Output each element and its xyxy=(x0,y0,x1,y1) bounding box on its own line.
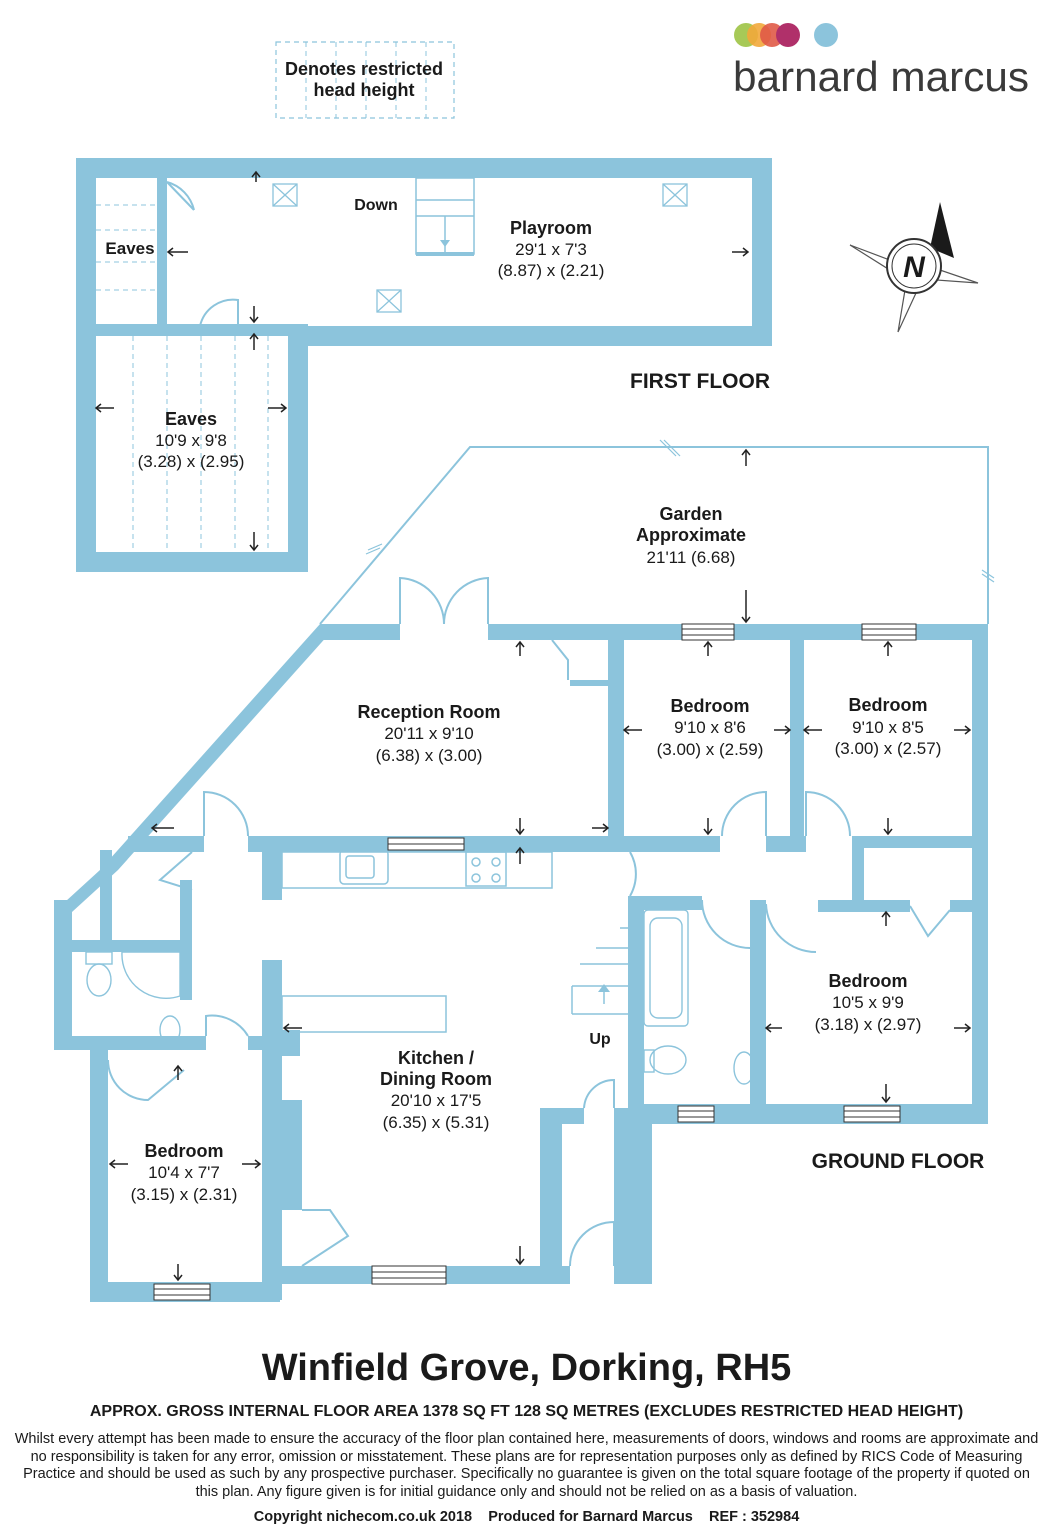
playroom-imperial: 29'1 x 7'3 xyxy=(515,240,587,259)
legend-line-1: Denotes restricted xyxy=(285,59,443,79)
bedroom-d-metric: (3.15) x (2.31) xyxy=(131,1185,238,1204)
disclaimer-text: Whilst every attempt has been made to en… xyxy=(14,1431,1039,1500)
garden-name-1: Garden xyxy=(659,504,722,524)
bedroom-d-name: Bedroom xyxy=(144,1141,223,1161)
stairs-down-label: Down xyxy=(354,197,398,214)
floor-area-summary: APPROX. GROSS INTERNAL FLOOR AREA 1378 S… xyxy=(89,1403,964,1420)
playroom-name: Playroom xyxy=(510,218,592,238)
bedroom-a-metric: (3.00) x (2.59) xyxy=(657,740,764,759)
property-title: Winfield Grove, Dorking, RH5 xyxy=(261,1347,792,1389)
reception-imperial: 20'11 x 9'10 xyxy=(384,724,473,743)
kitchen-name-2: Dining Room xyxy=(380,1069,492,1089)
garden-dims: 21'11 (6.68) xyxy=(647,548,736,567)
bedroom-b-metric: (3.00) x (2.57) xyxy=(835,739,942,758)
legend-line-2: head height xyxy=(313,80,414,100)
brand-logo: barnard marcus xyxy=(733,23,1029,100)
playroom-metric: (8.87) x (2.21) xyxy=(498,261,605,280)
reception-name: Reception Room xyxy=(357,702,500,722)
bedroom-c-name: Bedroom xyxy=(828,971,907,991)
ground-floor-plan: Garden Approximate 21'11 (6.68) Receptio… xyxy=(54,439,995,1302)
restricted-height-legend: Denotes restricted head height xyxy=(275,41,455,119)
brand-name: barnard marcus xyxy=(733,53,1029,100)
copyright-line: Copyright nichecom.co.uk 2018 Produced f… xyxy=(253,1509,800,1525)
eaves-name: Eaves xyxy=(165,409,217,429)
kitchen-metric: (6.35) x (5.31) xyxy=(383,1113,490,1132)
first-floor-plan: Eaves Down Playroom 29'1 x 7'3 (8.87) x … xyxy=(76,158,772,572)
eaves-imperial: 10'9 x 9'8 xyxy=(155,431,227,450)
compass-letter: N xyxy=(903,251,926,284)
north-compass-icon: N xyxy=(849,202,979,333)
bedroom-a-name: Bedroom xyxy=(670,696,749,716)
garden-name-2: Approximate xyxy=(636,525,746,545)
bedroom-d-imperial: 10'4 x 7'7 xyxy=(148,1163,220,1182)
bedroom-c-metric: (3.18) x (2.97) xyxy=(815,1015,922,1034)
brand-dot xyxy=(814,23,838,47)
eaves-metric: (3.28) x (2.95) xyxy=(138,452,245,471)
reception-metric: (6.38) x (3.00) xyxy=(376,746,483,765)
eaves-small-label: Eaves xyxy=(105,239,154,258)
bedroom-b-imperial: 9'10 x 8'5 xyxy=(852,718,924,737)
windows xyxy=(153,623,917,1301)
stairs-up-label: Up xyxy=(589,1031,611,1048)
kitchen-imperial: 20'10 x 17'5 xyxy=(391,1091,482,1110)
brand-dot xyxy=(776,23,800,47)
kitchen-name-1: Kitchen / xyxy=(398,1048,474,1068)
bedroom-c-imperial: 10'5 x 9'9 xyxy=(832,993,904,1012)
ground-floor-label: GROUND FLOOR xyxy=(812,1150,985,1173)
bedroom-b-name: Bedroom xyxy=(848,695,927,715)
bedroom-a-imperial: 9'10 x 8'6 xyxy=(674,718,746,737)
first-floor-label: FIRST FLOOR xyxy=(630,370,770,393)
